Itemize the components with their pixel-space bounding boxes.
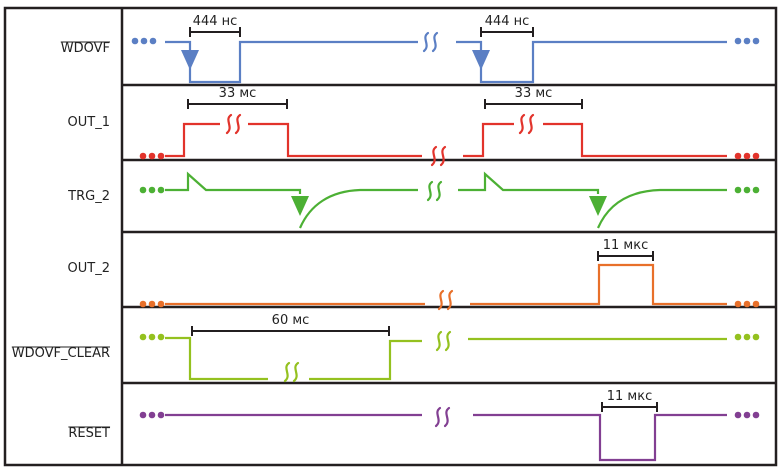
- time-break-icon: [426, 180, 443, 202]
- continuation-dots: [139, 186, 147, 194]
- continuation-dots: [743, 152, 751, 160]
- time-break-icon: [434, 406, 451, 428]
- dim-reset-label: 11 мкс: [607, 389, 652, 404]
- annotations: 444 нс 444 нс 33 мс 33 мс 11 мкс 60 мс 11 мкс: [187, 14, 658, 412]
- waveforms: [131, 31, 760, 462]
- trg2-decay-1: [298, 188, 418, 229]
- wdovf-clear-wave-1a: [165, 336, 268, 381]
- break-stroke: [430, 145, 438, 167]
- break-stroke: [225, 113, 233, 135]
- break-stroke: [437, 289, 445, 311]
- continuation-dots: [131, 37, 139, 45]
- break-stroke: [426, 180, 434, 202]
- dim-wdovf-2-label: 444 нс: [485, 14, 530, 29]
- wdovf-clear-wave-1b: [309, 339, 422, 381]
- wdovf-wave-2: [456, 40, 727, 84]
- continuation-dots: [148, 152, 156, 160]
- break-stroke: [431, 31, 439, 53]
- continuation-dots: [139, 152, 147, 160]
- continuation-dots: [157, 411, 165, 419]
- continuation-dots: [734, 152, 742, 160]
- continuation-dots: [734, 411, 742, 419]
- continuation-dots: [752, 411, 760, 419]
- signal-label-trg2: TRG_2: [67, 189, 110, 204]
- out1-wave-2a: [463, 122, 514, 158]
- break-stroke: [234, 113, 242, 135]
- out1-wave-1a: [165, 122, 220, 158]
- dim-wdovf-1-label: 444 нс: [193, 14, 238, 29]
- continuation-dots: [743, 37, 751, 45]
- time-break-icon: [283, 361, 300, 383]
- continuation-dots: [743, 411, 751, 419]
- break-stroke: [434, 406, 442, 428]
- trg2-decay-2: [596, 188, 727, 229]
- trg2-wave-1a: [165, 171, 302, 194]
- continuation-dots: [752, 300, 760, 308]
- time-break-icon: [430, 145, 447, 167]
- break-stroke: [518, 113, 526, 135]
- falling-edge-arrow-icon: [181, 50, 199, 70]
- out1-wave-1b: [248, 122, 422, 158]
- continuation-dots: [139, 300, 147, 308]
- time-break-icon: [437, 289, 454, 311]
- continuation-dots: [157, 333, 165, 341]
- dim-out1-2-label: 33 мс: [515, 86, 553, 101]
- dim-out2-label: 11 мкс: [603, 238, 648, 253]
- falling-edge-arrow-icon: [589, 196, 607, 216]
- continuation-dots: [139, 333, 147, 341]
- continuation-dots: [752, 186, 760, 194]
- break-stroke: [444, 330, 452, 352]
- continuation-dots: [148, 186, 156, 194]
- signal-label-wdovf_clear: WDOVF_CLEAR: [12, 346, 110, 361]
- time-break-icon: [435, 330, 452, 352]
- continuation-dots: [743, 300, 751, 308]
- continuation-dots: [157, 300, 165, 308]
- dim-wdovf-clear-label: 60 мс: [272, 313, 310, 328]
- continuation-dots: [752, 152, 760, 160]
- outer-border: [3, 6, 778, 467]
- continuation-dots: [148, 333, 156, 341]
- break-stroke: [435, 180, 443, 202]
- out1-wave-2b: [543, 122, 727, 158]
- break-stroke: [435, 330, 443, 352]
- continuation-dots: [743, 333, 751, 341]
- time-break-icon: [518, 113, 535, 135]
- signal-label-out1: OUT_1: [68, 115, 110, 130]
- continuation-dots: [752, 37, 760, 45]
- continuation-dots: [734, 300, 742, 308]
- reset-wave-2: [473, 413, 727, 462]
- wdovf-wave-1: [165, 40, 418, 84]
- continuation-dots: [743, 186, 751, 194]
- diagram-frame: [3, 6, 778, 467]
- falling-edge-arrow-icon: [472, 50, 490, 70]
- continuation-dots: [149, 37, 157, 45]
- break-stroke: [446, 289, 454, 311]
- continuation-dots: [148, 300, 156, 308]
- signal-label-reset: RESET: [68, 426, 110, 441]
- time-break-icon: [225, 113, 242, 135]
- continuation-dots: [148, 411, 156, 419]
- continuation-dots: [734, 186, 742, 194]
- continuation-dots: [734, 37, 742, 45]
- break-stroke: [283, 361, 291, 383]
- continuation-dots: [139, 411, 147, 419]
- continuation-dots: [140, 37, 148, 45]
- signal-label-out2: OUT_2: [68, 261, 110, 276]
- break-stroke: [443, 406, 451, 428]
- time-break-icon: [422, 31, 439, 53]
- continuation-dots: [157, 186, 165, 194]
- trg2-wave-2a: [458, 171, 600, 194]
- falling-edge-arrow-icon: [291, 196, 309, 216]
- break-stroke: [527, 113, 535, 135]
- signal-label-wdovf: WDOVF: [61, 41, 110, 56]
- continuation-dots: [734, 333, 742, 341]
- out2-wave-2: [470, 263, 727, 306]
- dim-out1-1-label: 33 мс: [219, 86, 257, 101]
- continuation-dots: [752, 333, 760, 341]
- break-stroke: [292, 361, 300, 383]
- break-stroke: [439, 145, 447, 167]
- continuation-dots: [157, 152, 165, 160]
- break-stroke: [422, 31, 430, 53]
